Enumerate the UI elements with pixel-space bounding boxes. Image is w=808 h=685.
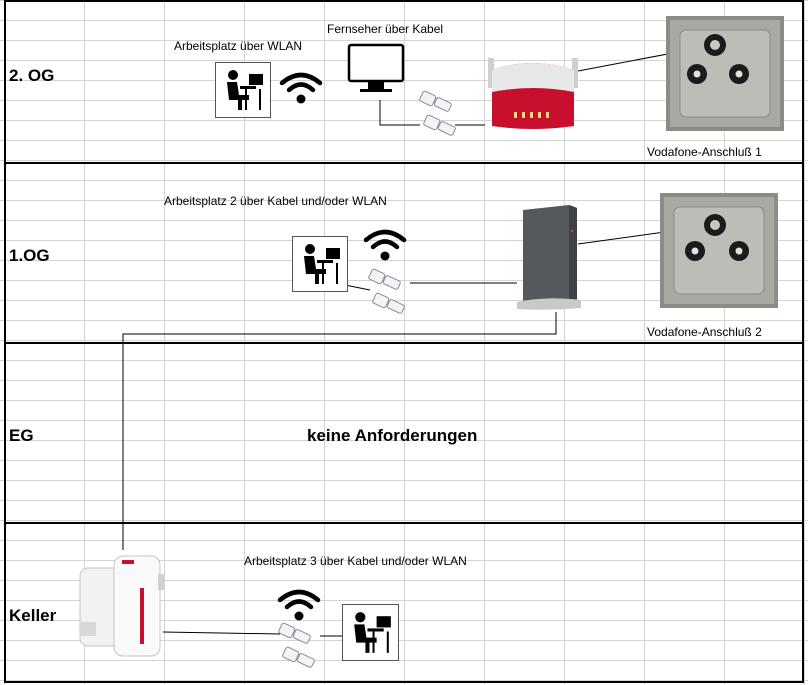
floor-label-1og: 1.OG — [9, 246, 50, 265]
cable-modem-icon — [517, 205, 581, 310]
ethernet-plug-icon — [419, 90, 456, 136]
powerline-adapter-icon — [79, 555, 164, 657]
wifi-icon — [363, 229, 407, 261]
workstation-icon — [342, 604, 399, 661]
wifi-icon — [279, 72, 323, 104]
ethernet-plug-icon — [278, 622, 315, 668]
adapter-cable-line — [162, 631, 281, 635]
antenna-outlet-icon — [666, 16, 784, 131]
caption-workstation-3: Arbeitsplatz 3 über Kabel und/oder WLAN — [244, 554, 467, 568]
antenna-outlet-icon — [660, 193, 778, 308]
caption-no-requirements: keine Anforderungen — [307, 426, 478, 445]
floor-label-keller: Keller — [9, 606, 57, 625]
caption-outlet-2: Vodafone-Anschluß 2 — [647, 325, 762, 339]
caption-workstation-2: Arbeitsplatz 2 über Kabel und/oder WLAN — [164, 194, 387, 208]
tv-cable-line — [379, 100, 420, 126]
caption-outlet-1: Vodafone-Anschluß 1 — [647, 145, 762, 159]
floor-label-eg: EG — [9, 426, 34, 445]
caption-workstation-wlan: Arbeitsplatz über WLAN — [174, 39, 303, 53]
pc2-cable-line — [344, 284, 371, 291]
wifi-icon — [277, 589, 321, 621]
workstation-icon — [215, 62, 271, 118]
riser-cable-line — [122, 312, 557, 550]
floor-band-keller — [4, 522, 804, 683]
ethernet-plug-icon — [368, 268, 405, 314]
caption-tv-cable: Fernseher über Kabel — [327, 22, 444, 36]
monitor-icon — [347, 43, 405, 92]
fritzbox-router-icon — [488, 58, 578, 129]
workstation-icon — [292, 236, 348, 292]
floor-label-2og: 2. OG — [9, 66, 55, 85]
